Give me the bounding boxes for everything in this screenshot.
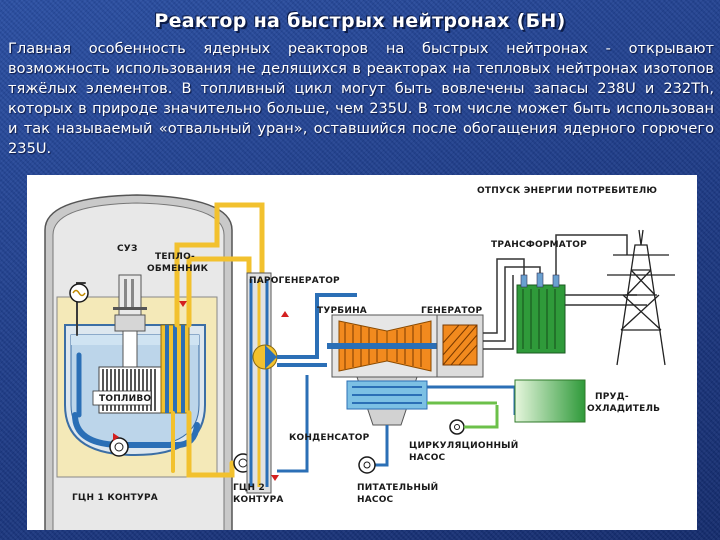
label-generator: ГЕНЕРАТОР [421,306,483,316]
power-pylon [607,229,675,366]
label-steam-generator: ПАРОГЕНЕРАТОР [249,276,340,286]
primary-circulation-pump [109,437,129,457]
turbine [327,314,442,378]
label-turbine: ТУРБИНА [317,306,367,316]
slide-title: Реактор на быстрых нейтронах (БН) [154,10,566,32]
label-heat-exchanger-line1: ТЕПЛО- [155,252,195,262]
steam-generator [246,272,278,494]
label-cooling-pond-line1: ПРУД- [595,392,629,402]
label-circulation-pump-line2: НАСОС [409,453,446,463]
cooling-loop [427,385,517,415]
label-circulation-pump-line1: ЦИРКУЛЯЦИОННЫЙ [409,439,518,451]
label-secondary-pump-line1: ГЦН 2 [233,483,265,493]
label-condenser: КОНДЕНСАТОР [289,433,370,443]
slide-paragraph: Главная особенность ядерных реакторов на… [8,40,714,158]
power-lines [483,234,647,350]
primary-loop [72,282,200,448]
label-cooling-pond-line2: ОХЛАДИТЕЛЬ [587,404,660,414]
reactor-diagram: ОТПУСК ЭНЕРГИИ ПОТРЕБИТЕЛЮ ТРАНСФОРМАТОР… [27,175,697,530]
intermediate-heat-exchanger [160,324,190,414]
label-heat-exchanger-line2: ОБМЕННИК [147,264,209,274]
generator [436,314,484,378]
circulation-pump [449,405,499,435]
steam-line [277,293,357,473]
feed-pump [358,456,376,474]
label-suz: СУЗ [117,244,138,254]
label-primary-pump: ГЦН 1 КОНТУРА [72,493,158,503]
primary-pump [69,283,89,303]
transformer [516,272,566,354]
label-secondary-pump-line2: КОНТУРА [233,495,284,505]
control-rods [113,274,147,368]
label-energy-to-consumer: ОТПУСК ЭНЕРГИИ ПОТРЕБИТЕЛЮ [477,186,657,196]
label-feed-pump-line1: ПИТАТЕЛЬНЫЙ [357,481,438,493]
label-transformer: ТРАНСФОРМАТОР [491,240,587,250]
label-feed-pump-line2: НАСОС [357,495,394,505]
label-fuel: ТОПЛИВО [99,394,151,404]
condenser [346,376,428,467]
fuel-core [92,366,162,414]
cooling-pond [514,379,586,423]
flow-arrows [113,301,289,481]
